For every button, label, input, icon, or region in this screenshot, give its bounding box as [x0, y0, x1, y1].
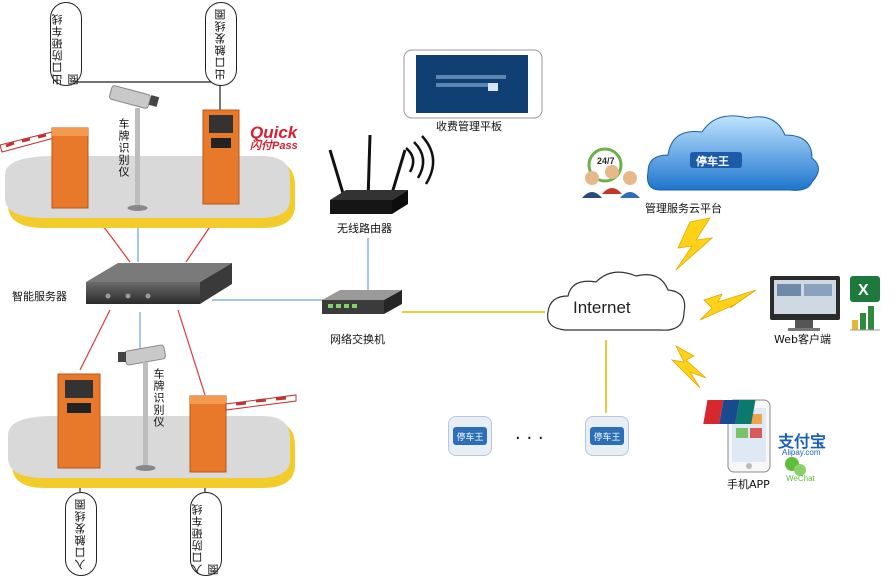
ticket-machine-bottom: [57, 373, 101, 469]
support-badge-text: 24/7: [597, 156, 615, 166]
tablet-label: 收费管理平板: [436, 120, 502, 133]
exit-barrier-loop: 出口防砸车线圈: [50, 2, 82, 86]
app-tile-right[interactable]: 停车王: [585, 416, 629, 456]
yellow-links: [402, 311, 607, 413]
bar-chart-icon: [850, 306, 880, 331]
cloud-platform-icon: [647, 115, 819, 191]
exit-trigger-loop: 出口触发线圈: [205, 2, 237, 86]
cloud-brand-text: 停车王: [696, 155, 729, 168]
entry-trigger-loop: 入口触发线圈: [65, 492, 97, 576]
web-client-icon: [770, 276, 840, 331]
plate-camera-bottom-label: 车牌识别仪: [152, 368, 165, 428]
mobile-app-label: 手机APP: [727, 478, 770, 491]
support-people-icon: [582, 147, 640, 198]
top-lane: [5, 156, 295, 228]
web-client-label: Web客户端: [774, 333, 831, 346]
ticket-machine-top: [202, 109, 240, 205]
wechat-logo: [785, 457, 806, 476]
entry-barrier-loop: 入口防砸车线圈: [190, 492, 222, 576]
svg-text:X: X: [858, 282, 869, 299]
excel-icon: X: [850, 276, 880, 302]
wechat-text: WeChat: [786, 474, 815, 483]
alipay-text: 支付宝: [778, 432, 827, 451]
internet-cloud: [547, 271, 686, 331]
wireless-router-device: [328, 134, 435, 214]
alipay-en-text: Alipay.com: [782, 448, 821, 457]
app-tile-left[interactable]: 停车王: [448, 416, 492, 456]
plate-camera-bottom: [118, 344, 166, 471]
internet-label: Internet: [573, 298, 631, 317]
ellipsis: · · ·: [515, 428, 544, 449]
smart-server-label: 智能服务器: [12, 290, 67, 303]
cloud-platform-label: 管理服务云平台: [645, 202, 722, 215]
tablet-device: [403, 49, 543, 119]
network-switch-device: [322, 290, 402, 314]
red-links: [79, 214, 219, 396]
lightning-icons: [670, 217, 757, 389]
app-tile-left-text: 停车王: [453, 427, 487, 445]
wireless-router-label: 无线路由器: [337, 222, 392, 235]
plate-camera-top: [109, 85, 160, 211]
quickpass-logo: Quick 闪付Pass: [250, 123, 298, 152]
network-switch-label: 网络交换机: [330, 333, 385, 346]
unionpay-logo: [703, 400, 756, 424]
barrier-gate-top: [0, 127, 89, 209]
unionpay-text: UnionPay: [782, 402, 819, 411]
smart-server-device: [86, 263, 232, 304]
unionpay-cn-text: 银联: [800, 415, 819, 425]
plate-camera-top-label: 车牌识别仪: [117, 118, 130, 178]
app-tile-right-text: 停车王: [590, 427, 624, 445]
barrier-gate-bottom: [189, 394, 297, 473]
